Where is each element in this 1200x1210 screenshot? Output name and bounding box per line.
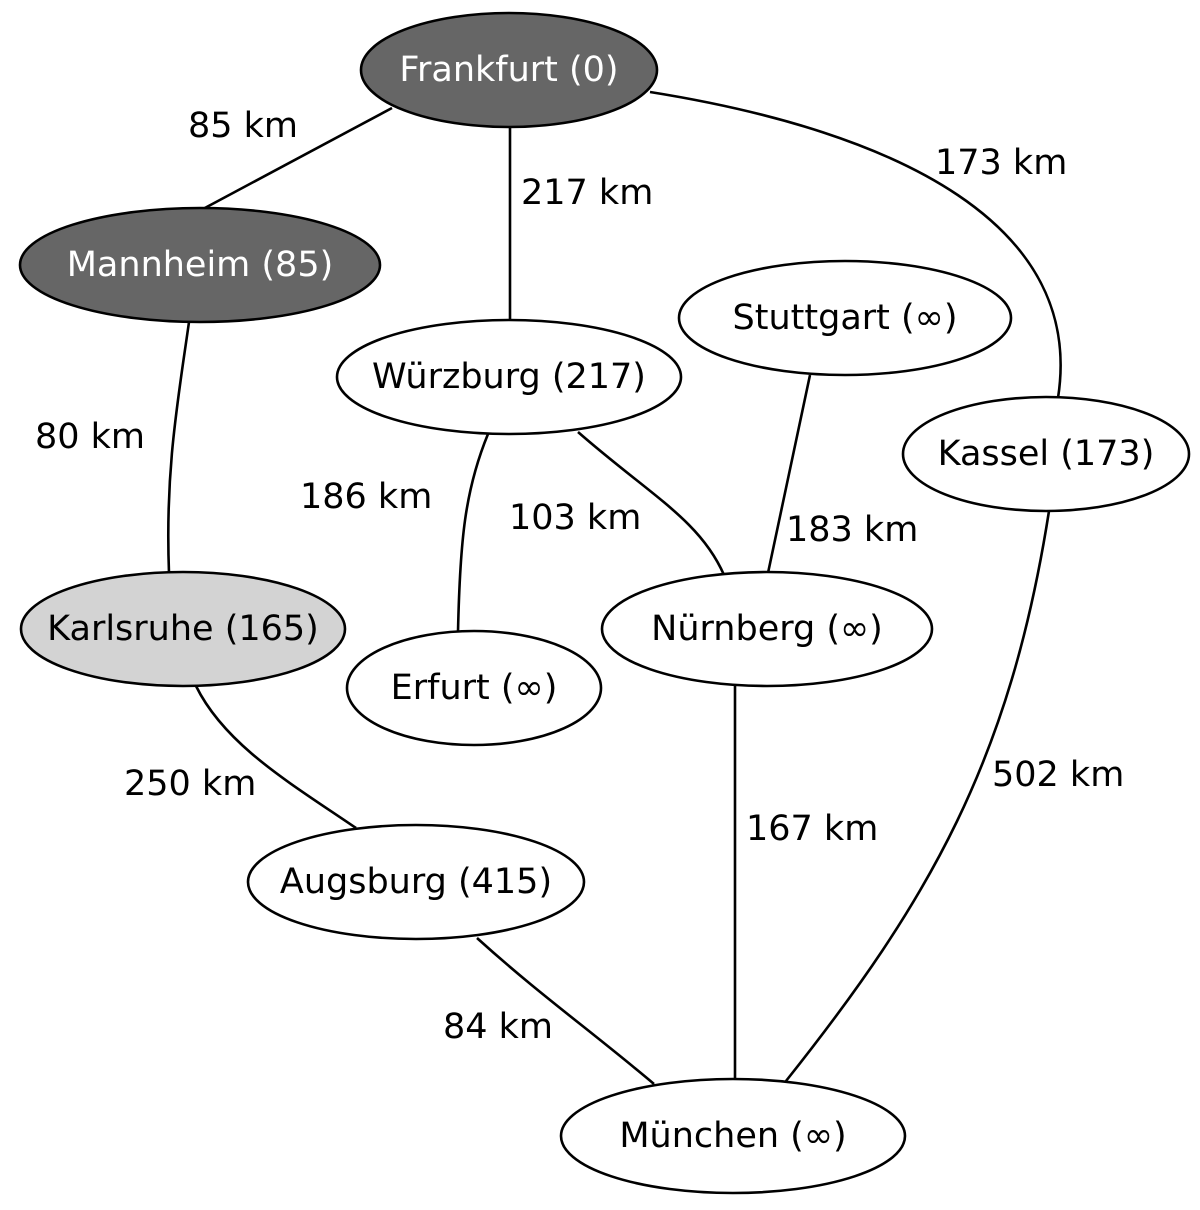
node-label-erfurt: Erfurt (∞): [391, 668, 558, 708]
node-ellipse-erfurt: [345, 629, 603, 747]
node-muenchen: München (∞): [559, 1077, 907, 1195]
node-ellipse-wuerzburg: [335, 318, 683, 436]
node-stuttgart: Stuttgart (∞): [677, 259, 1013, 377]
edge-wuerzburg-nuernberg: [577, 431, 726, 576]
edge-label-frankfurt-kassel: 173 km: [935, 143, 1067, 183]
node-ellipse-muenchen: [559, 1077, 907, 1195]
node-augsburg: Augsburg (415): [246, 823, 586, 941]
node-ellipse-nuernberg: [600, 570, 934, 688]
edge-kassel-muenchen: [784, 510, 1051, 1082]
edge-label-mannheim-karlsruhe: 80 km: [35, 417, 145, 457]
node-frankfurt: Frankfurt (0): [359, 11, 659, 129]
node-label-mannheim: Mannheim (85): [67, 245, 334, 285]
edges-layer: [166, 90, 1062, 1085]
edge-label-frankfurt-wuerzburg: 217 km: [521, 173, 653, 213]
edge-label-wuerzburg-erfurt: 186 km: [300, 477, 432, 517]
edge-label-stuttgart-nuernberg: 183 km: [786, 510, 918, 550]
node-label-muenchen: München (∞): [619, 1116, 846, 1156]
node-ellipse-karlsruhe: [19, 570, 347, 688]
node-ellipse-augsburg: [246, 823, 586, 941]
node-ellipse-frankfurt: [359, 11, 659, 129]
edge-label-augsburg-muenchen: 84 km: [443, 1007, 553, 1047]
node-ellipse-kassel: [901, 395, 1191, 513]
node-kassel: Kassel (173): [901, 395, 1191, 513]
node-ellipse-mannheim: [18, 206, 382, 324]
node-nuernberg: Nürnberg (∞): [600, 570, 934, 688]
edge-augsburg-muenchen: [476, 937, 655, 1085]
node-label-frankfurt: Frankfurt (0): [399, 50, 618, 90]
node-ellipse-stuttgart: [677, 259, 1013, 377]
edge-frankfurt-mannheim: [202, 106, 393, 211]
edge-karlsruhe-augsburg: [194, 685, 357, 830]
node-mannheim: Mannheim (85): [18, 206, 382, 324]
node-label-nuernberg: Nürnberg (∞): [651, 609, 883, 649]
edge-label-frankfurt-mannheim: 85 km: [188, 106, 298, 146]
edge-label-karlsruhe-augsburg: 250 km: [124, 764, 256, 804]
node-wuerzburg: Würzburg (217): [335, 318, 683, 436]
node-label-karlsruhe: Karlsruhe (165): [47, 609, 319, 649]
edge-wuerzburg-erfurt: [456, 433, 490, 633]
nodes-layer: Frankfurt (0) Mannheim (85) Würzburg (217)…: [18, 11, 1191, 1195]
edge-label-wuerzburg-nuernberg: 103 km: [509, 498, 641, 538]
node-erfurt: Erfurt (∞): [345, 629, 603, 747]
node-label-wuerzburg: Würzburg (217): [372, 357, 646, 397]
edge-stuttgart-nuernberg: [766, 374, 812, 574]
edge-label-nuernberg-muenchen: 167 km: [746, 809, 878, 849]
node-karlsruhe: Karlsruhe (165): [19, 570, 347, 688]
node-label-stuttgart: Stuttgart (∞): [733, 298, 958, 338]
edge-labels-layer: 85 km 217 km 173 km 80 km 186 km 103 km 183 km…: [35, 106, 1124, 1047]
edge-label-kassel-muenchen: 502 km: [992, 755, 1124, 795]
edge-frankfurt-kassel: [649, 90, 1062, 399]
node-label-kassel: Kassel (173): [938, 434, 1155, 474]
node-label-augsburg: Augsburg (415): [280, 862, 552, 902]
edge-mannheim-karlsruhe: [166, 321, 191, 574]
